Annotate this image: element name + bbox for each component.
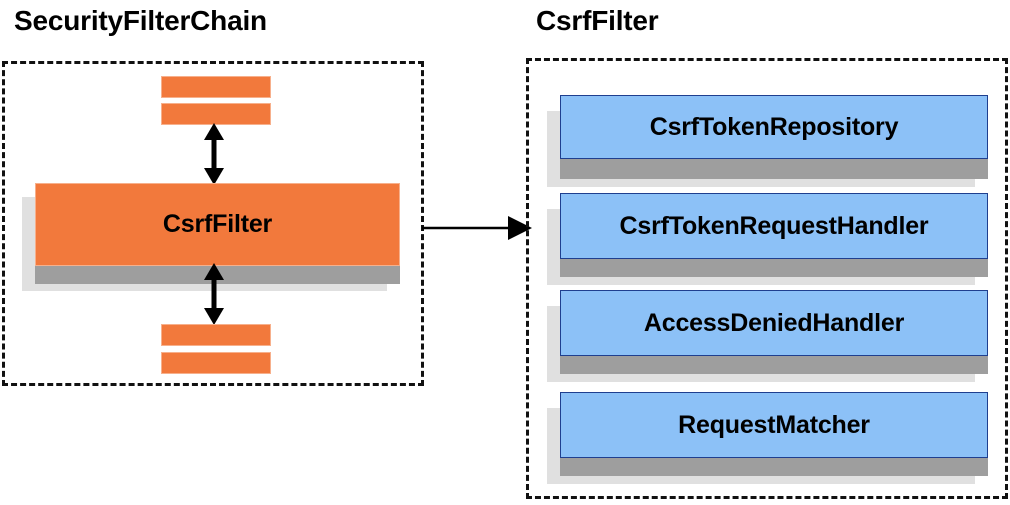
lower-double-arrow-icon — [204, 263, 224, 325]
collaborator-card-4-face[interactable]: RequestMatcher — [560, 392, 988, 458]
chain-filter-bar-4 — [161, 352, 271, 374]
chain-filter-bar-3 — [161, 324, 271, 346]
csrf-filter-card-label: CsrfFilter — [162, 210, 273, 238]
collaborator-card-2-label: CsrfTokenRequestHandler — [619, 211, 929, 240]
chain-filter-bar-1 — [161, 76, 271, 98]
collaborator-card-csrf-token-repository[interactable]: CsrfTokenRepository — [547, 95, 988, 187]
collaborator-card-3-face[interactable]: AccessDeniedHandler — [560, 290, 988, 356]
csrf-filter-container — [526, 58, 1008, 499]
security-filter-chain-container — [2, 61, 424, 386]
collaborator-card-3-label: AccessDeniedHandler — [643, 308, 905, 337]
page-title-security-filter-chain: SecurityFilterChain — [14, 5, 267, 36]
collaborator-card-4-label: RequestMatcher — [678, 410, 870, 439]
collaborator-card-access-denied-handler[interactable]: AccessDeniedHandler — [547, 290, 988, 382]
collaborator-card-1-label: CsrfTokenRepository — [649, 112, 899, 141]
collaborator-card-csrf-token-request-handler[interactable]: CsrfTokenRequestHandler — [547, 193, 988, 285]
upper-double-arrow-icon — [204, 123, 224, 185]
page-title-csrf-filter: CsrfFilter — [536, 5, 659, 36]
collaborator-card-2-face[interactable]: CsrfTokenRequestHandler — [560, 193, 988, 259]
collaborator-card-request-matcher[interactable]: RequestMatcher — [547, 392, 988, 484]
collaborator-card-1-face[interactable]: CsrfTokenRepository — [560, 95, 988, 159]
chain-to-filter-arrow-icon — [422, 216, 532, 240]
chain-filter-bar-2 — [161, 103, 271, 125]
csrf-filter-card-face[interactable]: CsrfFilter — [35, 183, 400, 266]
csrf-filter-card[interactable]: CsrfFilter — [22, 183, 400, 291]
